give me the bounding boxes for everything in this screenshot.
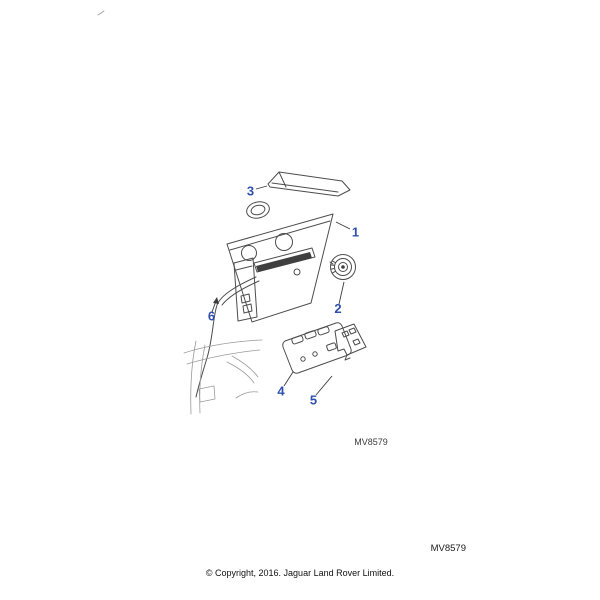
callout-5[interactable]: 5 — [310, 375, 333, 408]
callout-6[interactable]: 6 — [208, 297, 219, 324]
drawing-code: MV8579 — [354, 437, 388, 447]
callout-3-label[interactable]: 3 — [247, 184, 254, 199]
copyright-text: © Copyright, 2016. Jaguar Land Rover Lim… — [205, 568, 395, 578]
switch-panel-part — [282, 322, 352, 374]
callout-6-arrowhead — [213, 297, 219, 304]
footer-drawing-code: MV8579 — [430, 543, 466, 554]
ring-part — [246, 201, 270, 219]
callout-2[interactable]: 2 — [334, 281, 345, 316]
console-panel-part — [226, 213, 334, 323]
callout-1[interactable]: 1 — [335, 221, 359, 240]
callout-1-label[interactable]: 1 — [352, 225, 359, 240]
callout-2-leader — [338, 281, 345, 305]
stray-mark — [97, 10, 105, 16]
trim-wedge-part — [267, 171, 351, 197]
mounting-bracket-part — [334, 323, 367, 361]
callout-4-leader — [283, 371, 294, 387]
callout-2-label[interactable]: 2 — [334, 301, 341, 316]
panel-bracket-part — [233, 257, 258, 322]
callout-3-leader — [255, 185, 268, 190]
knob-part — [329, 254, 356, 280]
callout-5-leader — [315, 375, 333, 396]
callout-3[interactable]: 3 — [247, 184, 268, 199]
callout-4-label[interactable]: 4 — [277, 384, 285, 399]
fascia-sketch — [183, 339, 263, 415]
callout-6-label[interactable]: 6 — [208, 309, 215, 324]
callout-4[interactable]: 4 — [277, 371, 294, 399]
cable-part — [195, 276, 260, 398]
callout-5-label[interactable]: 5 — [310, 393, 317, 408]
callout-1-leader — [335, 221, 351, 230]
